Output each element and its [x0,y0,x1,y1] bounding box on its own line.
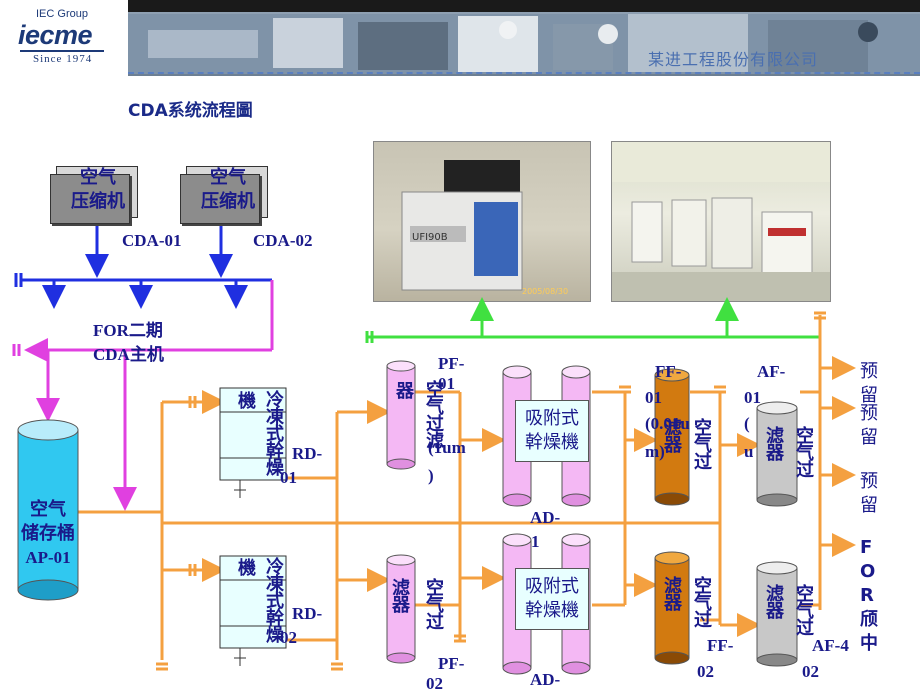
phase2-label-line1: FOR二期 [93,321,163,340]
storage-tank-shape [17,419,79,601]
page-title: CDA系统流程圖 [128,101,253,121]
final-filter-2-tag: AF-4 [812,636,849,655]
compressor-2-label-line2: 压缩机 [201,191,255,212]
adsorber-1-tag-2: 1 [531,532,540,551]
cleanroom-photo-art [612,142,830,301]
fine-filter-1-tag-2: 01 [645,388,662,407]
cleanroom-photo [611,141,831,302]
pre-filter-1-name: 器 [396,381,414,402]
outlet-reserved-3: 预留 [860,471,878,516]
compressor-1-label-line2: 压缩机 [71,191,125,212]
compressor-2-label-line1: 空气 [210,167,246,188]
magenta-pipe [12,280,274,511]
tank-tag: AP-01 [25,548,71,567]
fine-filter-1-spec-2: m) [645,442,665,461]
pre-filter-2-name: 滤器 [392,578,410,616]
outlet-reserved-1: 预留 [860,361,878,406]
fine-filter-1-spec: (0.01u [645,414,690,433]
dryer-2-tag-line1: RD- [292,604,323,623]
dryer-1-tag-line2: 01 [280,468,297,487]
phase2-label: FOR二期 CDA主机 [93,319,164,367]
pre-filter-1-tag: PF- [438,354,465,373]
dryer-2-name: 冷凍式幹燥 [266,557,284,646]
outlet-for-chipbond: FOR颀中 [860,537,878,654]
outlet-reserved-2: 预留 [860,403,878,448]
green-pipe [365,297,820,343]
dryer-2-tag: RD- 02 [280,602,323,650]
pre-filter-1-tag-2: 01 [438,374,455,393]
orange-process-pipe [78,311,856,671]
adsorber-2-label-line1: 吸附式 [525,576,579,597]
tank-label-line1: 空气 [30,499,66,520]
storage-tank-label: 空气 储存桶 AP-01 [2,498,94,570]
compressor-1-label-line1: 空气 [80,167,116,188]
final-filter-shapes [756,401,798,667]
adsorber-1-label-line2: 幹燥機 [525,432,579,453]
pre-filter-1-side: 空气过滤 [426,380,444,452]
banner-dash-rule [128,72,920,74]
header-banner: 某进工程股份有限公司 [128,0,920,76]
pre-filter-2-tag: PF- [438,654,465,673]
compressor-1-tag: CDA-01 [122,231,182,250]
final-filter-2-name: 滤器 [766,584,784,622]
final-filter-1-spec-2: u [744,442,754,461]
company-name: 某进工程股份有限公司 [648,50,819,69]
air-compressor-1: 空气 压缩机 [50,166,138,224]
adsorber-2-tag: AD- [530,670,561,689]
dryer-2-tag-line2: 02 [280,628,297,647]
pre-filter-shapes [386,360,416,664]
adsorber-2-label-line2: 幹燥機 [525,600,579,621]
dryer-1-tag: RD- 01 [280,442,323,490]
dryer-1-name: 冷凍式幹燥 [266,390,284,479]
adsorber-2-label: 吸附式 幹燥機 [515,568,589,630]
machine-photo: UFI90B 2005/08/30 [373,141,591,302]
fine-filter-shapes [654,368,690,665]
fine-filter-2-tag-2: 02 [697,662,714,681]
logo: IEC Group iecme Since 1974 [0,0,126,76]
fine-filter-1-side: 空气过 [694,418,712,473]
logo-group-text: IEC Group [36,8,88,20]
machine-label: UFI90B [412,232,448,243]
final-filter-1-side: 空气过 [796,426,814,481]
phase2-label-line2: CDA主机 [93,345,164,364]
photo-date-stamp: 2005/08/30 [522,287,568,296]
logo-wordmark: iecme [18,20,93,50]
dryer-1-tag-line1: RD- [292,444,323,463]
fine-filter-1-tag: FF- [655,362,682,381]
fine-filter-2-tag: FF- [707,636,734,655]
final-filter-1-tag: AF- [757,362,786,381]
fine-filter-2-side: 空气过 [694,576,712,631]
dryer-1-prefix: 機 [238,391,256,412]
blue-header-pipe [14,225,272,309]
fine-filter-2-name: 滤器 [664,576,682,614]
final-filter-2-tag-2: 02 [802,662,819,681]
refrigerated-dryer-shapes [219,387,287,666]
tank-label-line2: 储存桶 [21,523,75,544]
adsorber-1-tag: AD- [530,508,561,527]
pre-filter-2-side: 空气过 [426,578,444,633]
logo-since-text: Since 1974 [33,53,93,65]
adsorber-1-label: 吸附式 幹燥機 [515,400,589,462]
fine-filter-1-name: 滤器 [664,418,682,456]
pre-filter-1-spec-tail: ) [428,466,434,485]
pre-filter-1-spec: (1um [428,438,466,457]
adsorber-1-label-line1: 吸附式 [525,408,579,429]
pre-filter-2-tag-2: 02 [426,674,443,693]
final-filter-1-spec: ( [744,414,750,433]
dryer-2-prefix: 機 [238,558,256,579]
final-filter-2-side: 空气过 [796,584,814,639]
air-compressor-2: 空气 压缩机 [180,166,268,224]
final-filter-1-tag-2: 01 [744,388,761,407]
compressor-2-tag: CDA-02 [253,231,313,250]
logo-rule [20,50,104,52]
banner-photo-strip [128,14,920,74]
final-filter-1-name: 滤器 [766,426,784,464]
machine-photo-art: UFI90B 2005/08/30 [401,160,568,296]
